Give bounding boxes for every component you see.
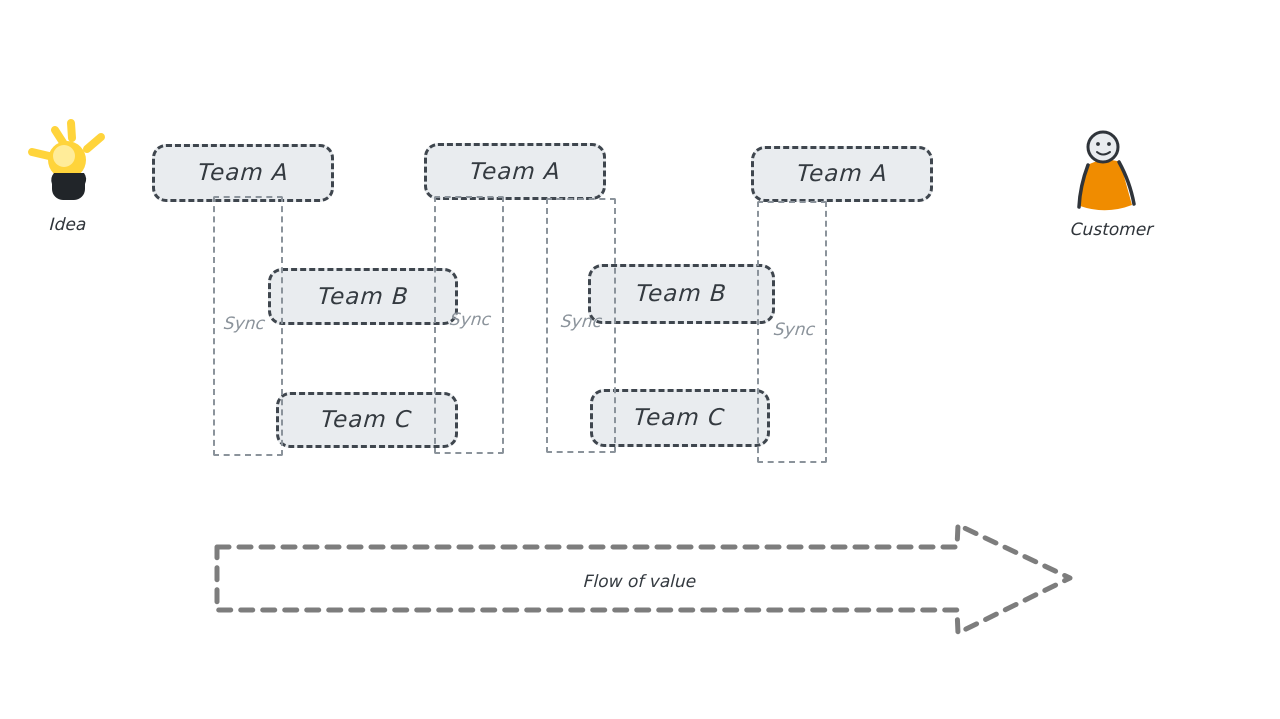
- team-a-box-3: Team A: [751, 146, 933, 202]
- sync-label-2: Sync: [448, 310, 493, 330]
- team-a-box-2: Team A: [424, 143, 606, 200]
- team-a-box-1: Team A: [152, 144, 334, 202]
- customer-label: Customer: [1070, 220, 1154, 240]
- team-label: Team C: [320, 407, 414, 433]
- team-c-box-2: Team C: [590, 389, 770, 447]
- dependency-lane-2: [434, 196, 504, 454]
- dependency-lane-4: [757, 201, 827, 463]
- team-label: Team C: [633, 405, 727, 431]
- dependency-lane-1: [213, 196, 283, 456]
- team-label: Team B: [635, 281, 728, 307]
- team-b-box-2: Team B: [588, 264, 775, 324]
- lightbulb-icon: [28, 119, 105, 200]
- team-b-box-1: Team B: [268, 268, 458, 325]
- sync-label-4: Sync: [772, 320, 817, 340]
- flow-arrow: [214, 522, 1073, 636]
- team-label: Team A: [468, 158, 562, 185]
- team-label: Team A: [196, 160, 290, 186]
- sync-label-1: Sync: [222, 314, 267, 334]
- person-icon: [1077, 130, 1136, 211]
- idea-label: Idea: [49, 215, 87, 235]
- team-c-box-1: Team C: [276, 392, 458, 448]
- sync-label-3: Sync: [559, 312, 604, 332]
- dependency-lane-3: [546, 198, 616, 453]
- team-label: Team B: [316, 283, 410, 310]
- flow-arrow-label: Flow of value: [583, 572, 697, 592]
- team-label: Team A: [795, 161, 889, 187]
